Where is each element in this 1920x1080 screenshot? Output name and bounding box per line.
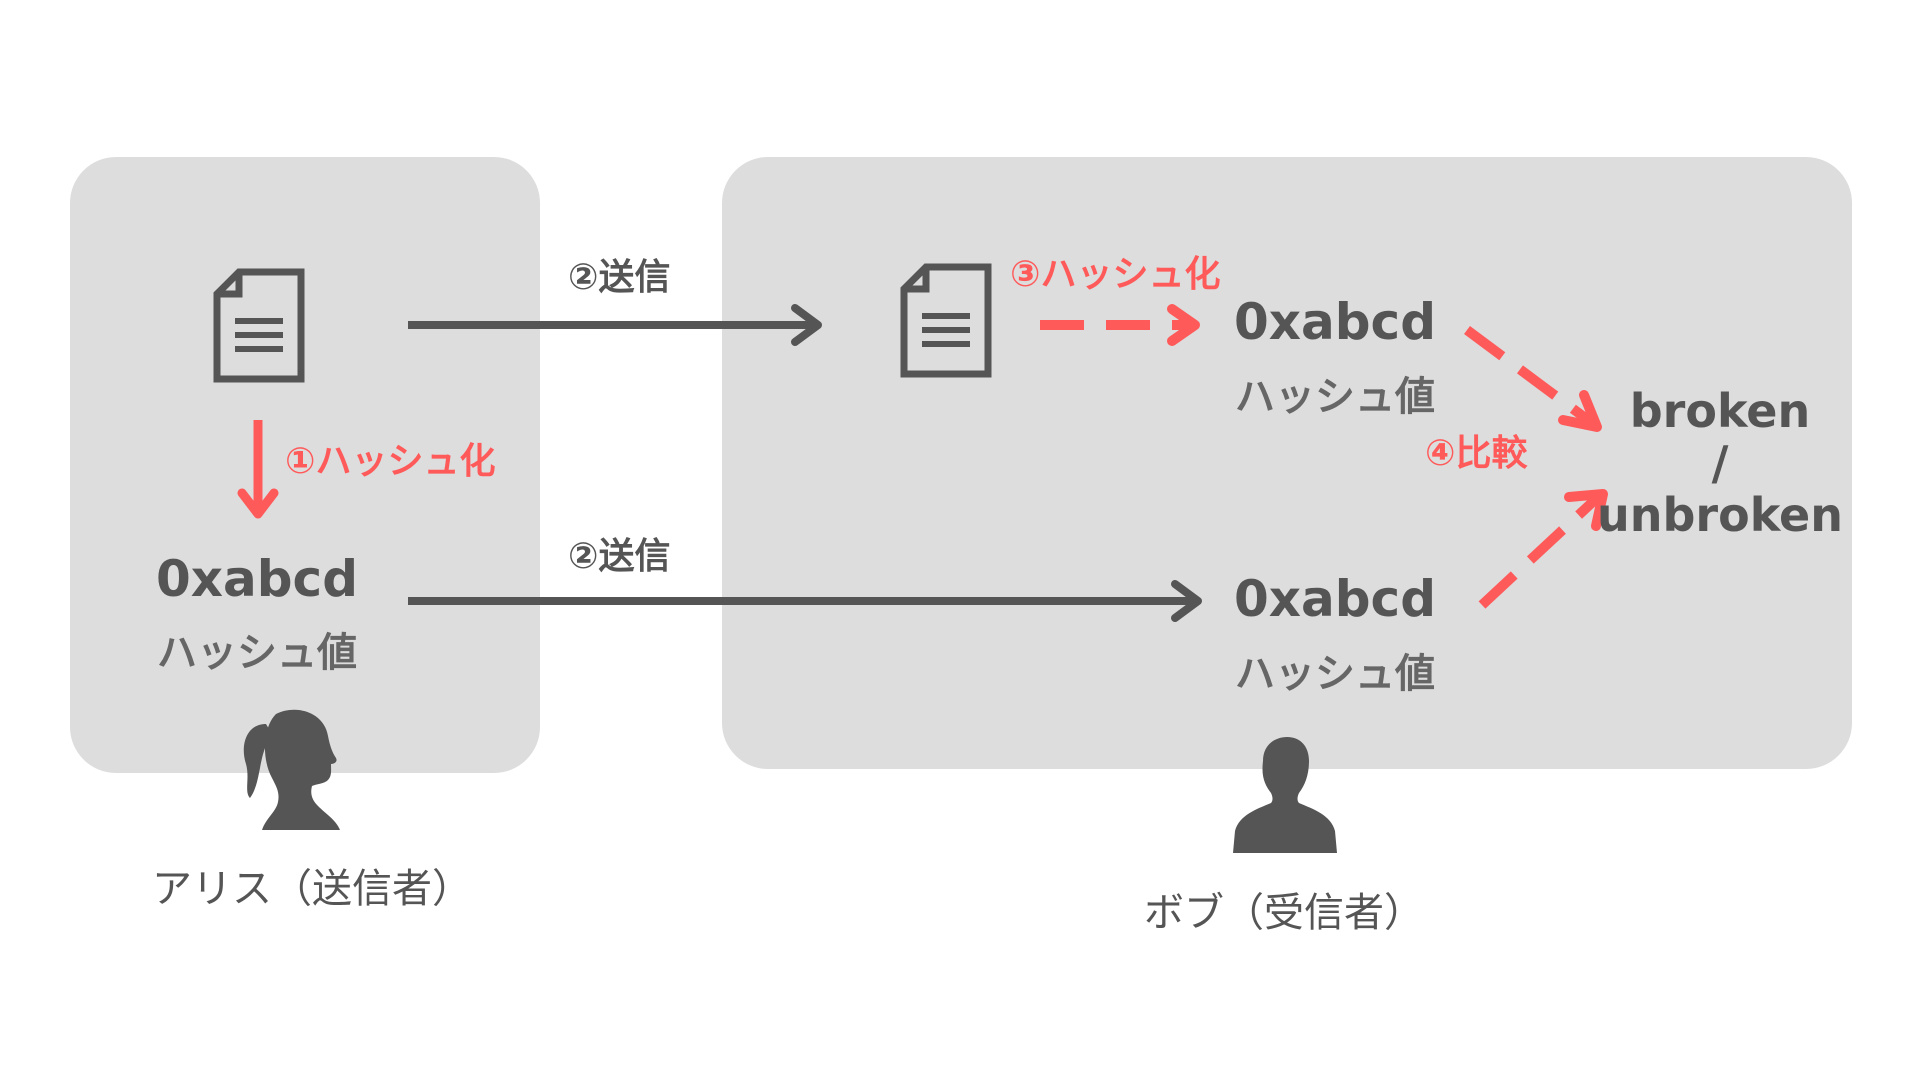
send-document-label: ②送信 [568,257,671,298]
compare-step-label: ④比較 [1425,433,1528,474]
result-label: broken / unbroken [1580,385,1860,541]
send-hash-arrow [408,580,1202,622]
woman-silhouette-icon [243,709,340,830]
man-silhouette-icon [1233,737,1337,853]
compare-arrow-top [1464,325,1602,432]
bob-received-hash-label: ハッシュ値 [1235,651,1435,697]
result-unbroken: unbroken [1596,488,1843,542]
document-icon [213,268,305,383]
alice-panel [70,157,540,773]
bob-received-hash-value: 0xabcd [1233,570,1436,628]
send-document-arrow [408,304,822,346]
bob-computed-hash-label: ハッシュ値 [1235,374,1435,420]
alice-hash-step-label: ①ハッシュ化 [285,441,496,482]
alice-hash-value: 0xabcd [155,550,358,608]
bob-person-label: ボブ（受信者） [1144,890,1424,936]
bob-hash-step-label: ③ハッシュ化 [1010,254,1221,295]
document-icon [900,263,992,378]
alice-person-label: アリス（送信者） [152,866,472,912]
alice-hash-arrow [237,420,279,519]
result-broken: broken [1629,384,1811,438]
bob-panel [722,157,1852,769]
bob-hash-arrow [1040,304,1200,346]
result-separator: / [1711,436,1729,490]
send-hash-label: ②送信 [568,536,671,577]
bob-computed-hash-value: 0xabcd [1233,293,1436,351]
compare-arrow-bottom [1478,489,1608,609]
alice-hash-label: ハッシュ値 [157,630,357,676]
